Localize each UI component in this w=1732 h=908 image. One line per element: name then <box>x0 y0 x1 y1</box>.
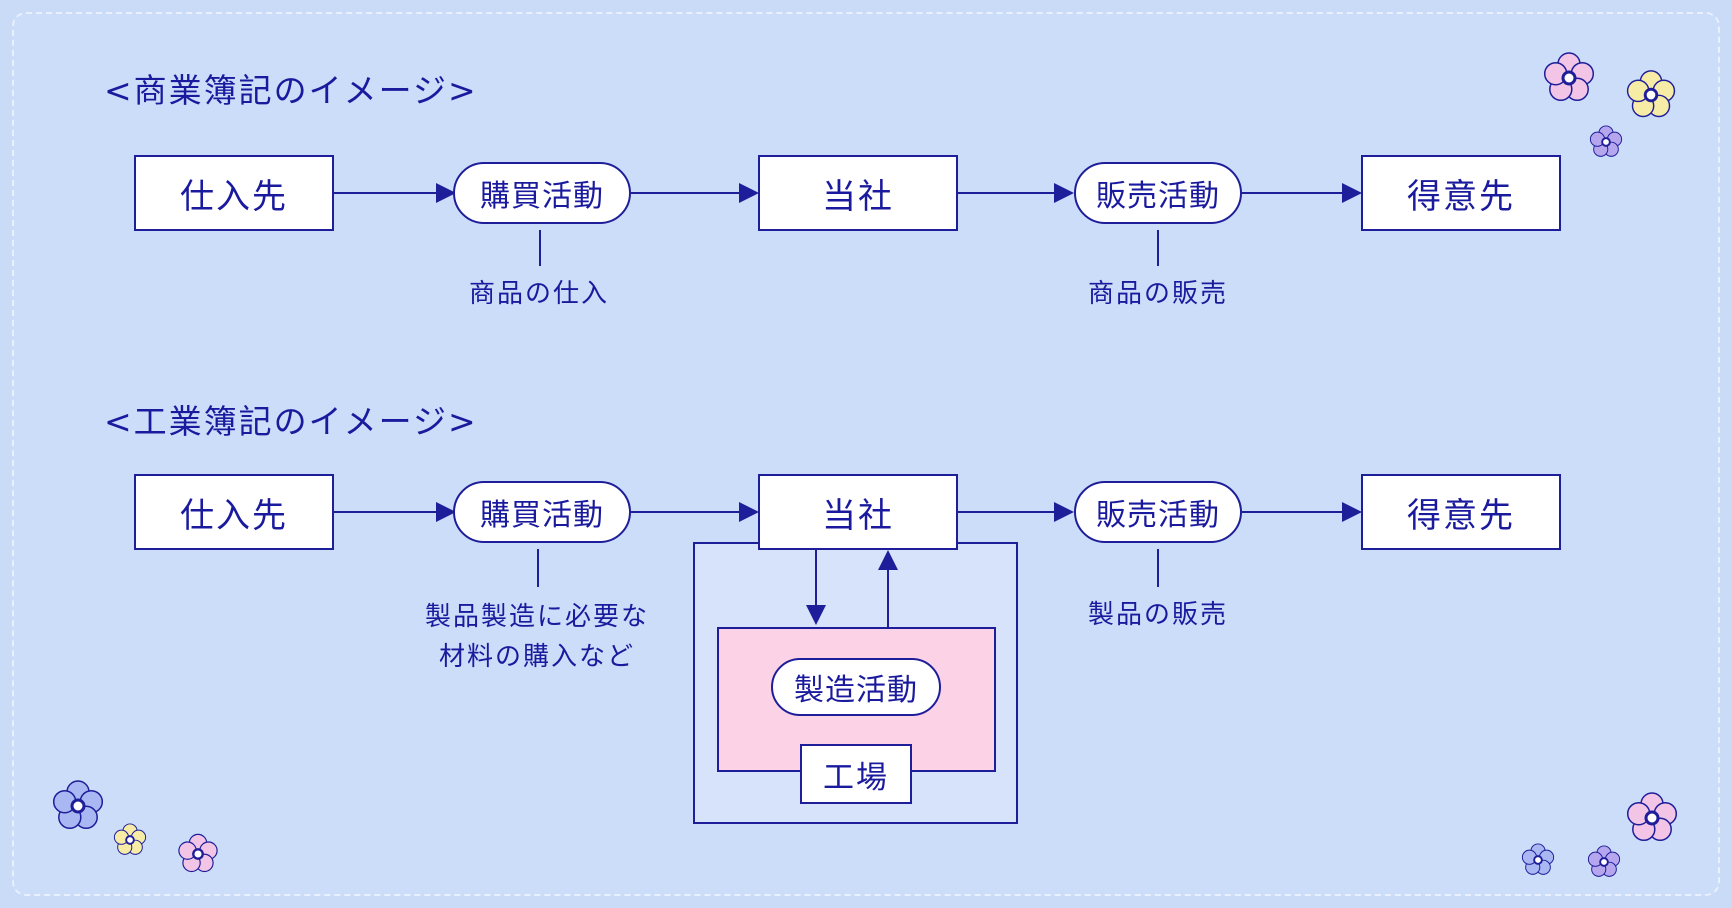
industrial-purchase-pill: 購買活動 <box>453 481 631 543</box>
industrial-arrow-2-head <box>739 502 759 522</box>
flower-icon-yellow <box>1626 70 1676 118</box>
commercial-arrow-3-head <box>1054 183 1074 203</box>
industrial-purchase-label: 購買活動 <box>480 498 604 533</box>
flower-icon-purple-small <box>1589 125 1623 157</box>
flower-icon-yellow-small <box>113 823 147 855</box>
company-to-factory-head <box>806 605 826 625</box>
industrial-arrow-4-head <box>1342 502 1362 522</box>
industrial-customer-box: 得意先 <box>1361 474 1561 550</box>
commercial-supplier-box: 仕入先 <box>134 155 334 231</box>
industrial-heading: <工業簿記のイメージ> <box>104 402 478 441</box>
industrial-purchase-callout-line <box>537 549 539 587</box>
manufacturing-pill: 製造活動 <box>771 658 941 716</box>
commercial-arrow-4-head <box>1342 183 1362 203</box>
flower-icon-blue-small <box>1521 843 1555 875</box>
commercial-sales-callout-line <box>1157 230 1159 266</box>
industrial-arrow-1-head <box>436 502 456 522</box>
industrial-company-label: 当社 <box>822 495 894 536</box>
manufacturing-label: 製造活動 <box>794 673 918 708</box>
commercial-customer-label: 得意先 <box>1407 176 1515 217</box>
industrial-arrow-1-line <box>334 511 438 513</box>
flower-icon-pink-large <box>1543 52 1595 102</box>
commercial-arrow-1-line <box>334 192 438 194</box>
commercial-sales-note: 商品の販売 <box>1087 279 1228 309</box>
industrial-supplier-box: 仕入先 <box>134 474 334 550</box>
industrial-sales-label: 販売活動 <box>1096 498 1220 533</box>
industrial-arrow-4-line <box>1242 511 1344 513</box>
flower-icon-pink-small <box>178 833 218 873</box>
commercial-arrow-4-line <box>1242 192 1344 194</box>
commercial-purchase-callout-line <box>539 230 541 266</box>
factory-label: 工場 <box>823 759 889 796</box>
commercial-company-box: 当社 <box>758 155 958 231</box>
company-to-factory-line <box>815 550 817 606</box>
commercial-purchase-label: 購買活動 <box>480 179 604 214</box>
flower-icon-blue-large <box>52 780 104 830</box>
commercial-company-label: 当社 <box>822 176 894 217</box>
commercial-purchase-note: 商品の仕入 <box>468 279 609 309</box>
industrial-sales-note: 製品の販売 <box>1087 600 1228 630</box>
flower-icon-pink-corner <box>1626 792 1678 842</box>
commercial-sales-label: 販売活動 <box>1096 179 1220 214</box>
commercial-supplier-label: 仕入先 <box>180 176 288 217</box>
industrial-purchase-note-line1: 製品製造に必要な <box>424 602 649 632</box>
industrial-arrow-2-line <box>631 511 741 513</box>
industrial-customer-label: 得意先 <box>1407 495 1515 536</box>
industrial-sales-pill: 販売活動 <box>1074 481 1242 543</box>
industrial-company-box: 当社 <box>758 474 958 550</box>
commercial-arrow-2-line <box>631 192 741 194</box>
industrial-sales-callout-line <box>1157 549 1159 587</box>
industrial-supplier-label: 仕入先 <box>180 495 288 536</box>
factory-to-company-head <box>878 550 898 570</box>
commercial-arrow-3-line <box>958 192 1056 194</box>
factory-box: 工場 <box>800 744 912 804</box>
industrial-arrow-3-head <box>1054 502 1074 522</box>
commercial-purchase-pill: 購買活動 <box>453 162 631 224</box>
commercial-sales-pill: 販売活動 <box>1074 162 1242 224</box>
commercial-customer-box: 得意先 <box>1361 155 1561 231</box>
flower-icon-purple-corner <box>1587 845 1621 877</box>
commercial-arrow-1-head <box>436 183 456 203</box>
industrial-purchase-note-line2: 材料の購入など <box>438 642 635 672</box>
commercial-arrow-2-head <box>739 183 759 203</box>
industrial-arrow-3-line <box>958 511 1056 513</box>
factory-to-company-line <box>887 570 889 627</box>
commercial-heading: <商業簿記のイメージ> <box>104 71 478 110</box>
